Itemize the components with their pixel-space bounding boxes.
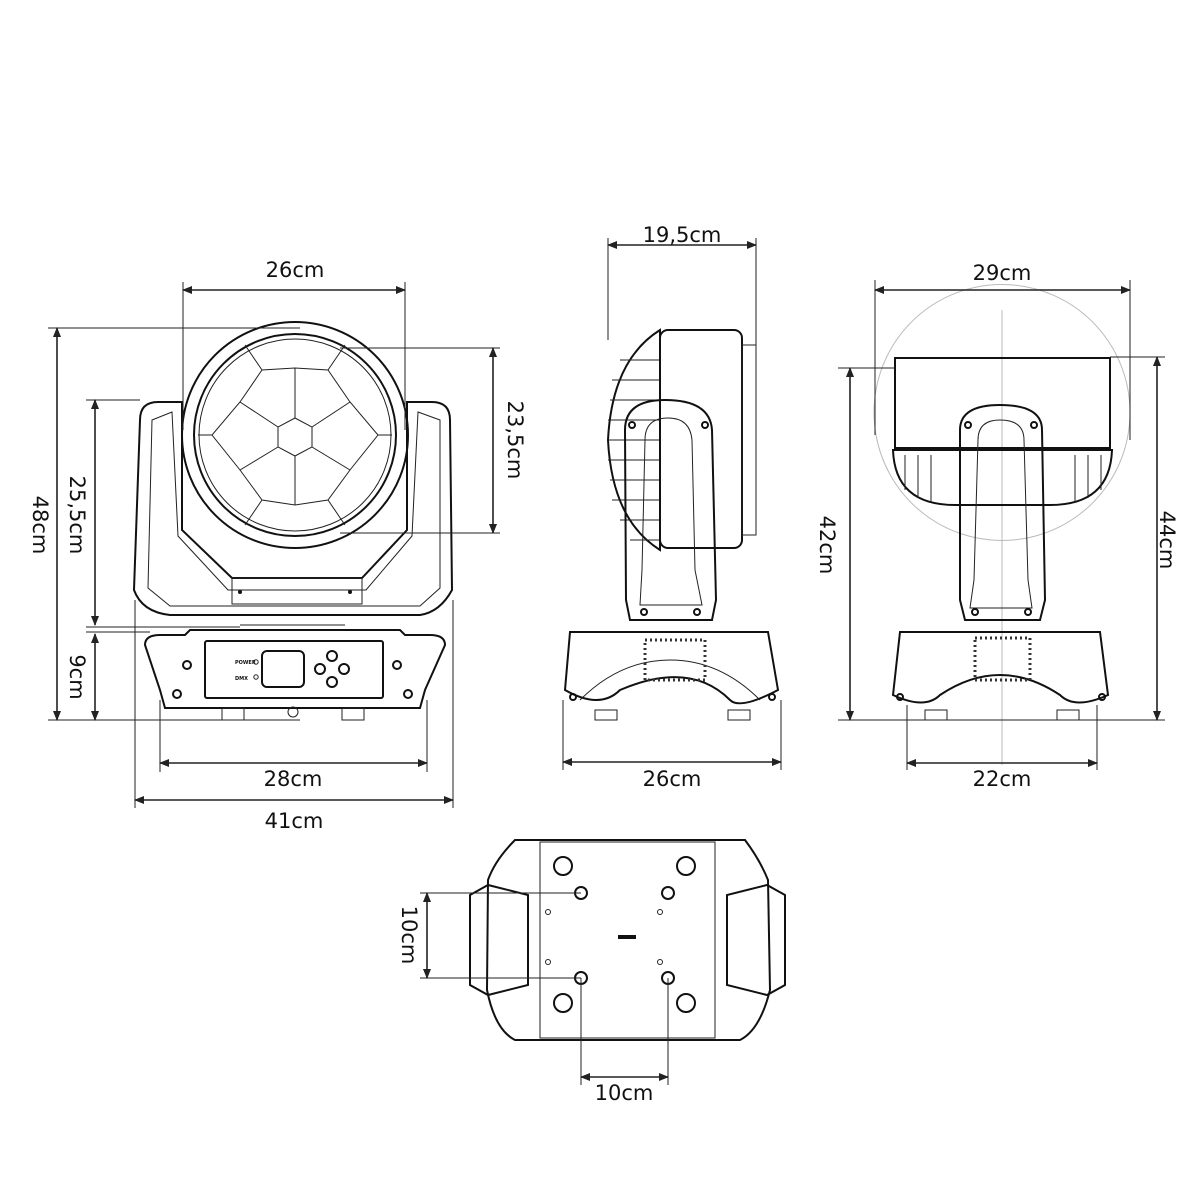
label-front-head-width: 26cm bbox=[266, 258, 325, 282]
label-bottom-mount-vertical: 10cm bbox=[397, 906, 421, 965]
label-back-height-max: 44cm bbox=[1155, 511, 1179, 570]
dmx-label: DMX bbox=[235, 676, 248, 682]
control-buttons[interactable] bbox=[314, 650, 350, 688]
power-label: POWER bbox=[235, 660, 256, 666]
label-side-head-depth: 19,5cm bbox=[643, 223, 722, 247]
label-front-head-diameter: 23,5cm bbox=[503, 401, 527, 480]
dimension-lines bbox=[48, 238, 1165, 1085]
label-front-total-width: 41cm bbox=[265, 809, 324, 833]
bottom-view bbox=[469, 839, 786, 1041]
label-side-base-depth: 26cm bbox=[643, 767, 702, 791]
side-view bbox=[563, 328, 780, 721]
label-front-total-height: 48cm bbox=[28, 496, 52, 555]
front-view: POWER DMX bbox=[132, 321, 454, 721]
label-back-height-min: 42cm bbox=[815, 516, 839, 575]
dimension-labels: 26cm 48cm 25,5cm 9cm 23,5cm 28cm 41cm 19… bbox=[28, 223, 1179, 1105]
label-bottom-mount-horizontal: 10cm bbox=[595, 1081, 654, 1105]
label-front-yoke-height: 25,5cm bbox=[65, 476, 89, 555]
label-back-head-width: 29cm bbox=[973, 261, 1032, 285]
label-back-feet-span: 22cm bbox=[973, 767, 1032, 791]
label-front-base-width: 28cm bbox=[264, 767, 323, 791]
label-front-base-height: 9cm bbox=[65, 654, 89, 699]
back-view bbox=[873, 283, 1131, 765]
